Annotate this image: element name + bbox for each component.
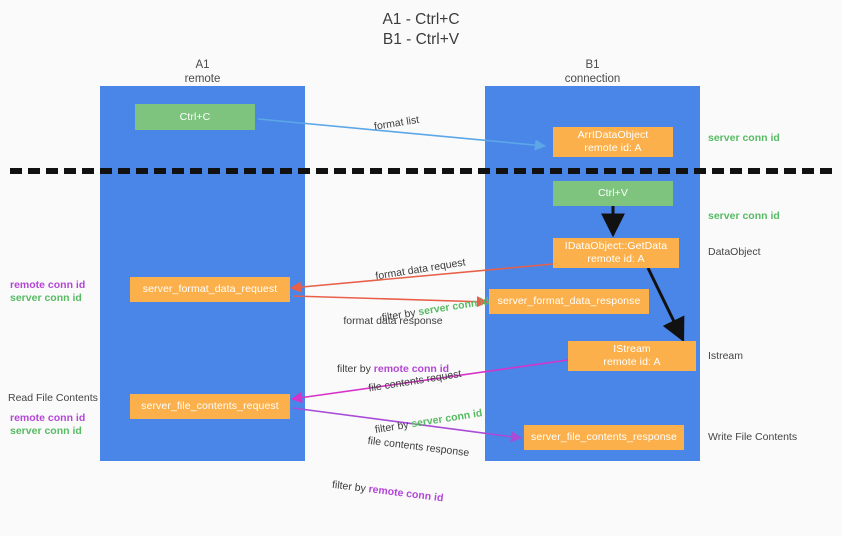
box-idataobject-top-line2: remote id: A bbox=[584, 142, 642, 154]
box-ctrl-v-label: Ctrl+V bbox=[597, 187, 629, 199]
box-idataobject-getdata-line1: IDataObject::GetData bbox=[564, 240, 668, 252]
right-label-dataobject: DataObject bbox=[708, 246, 761, 258]
left-label-remote-conn-id-1: remote conn id bbox=[10, 279, 86, 291]
box-idataobject-top[interactable]: ArrIDataObject remote id: A bbox=[553, 127, 673, 157]
lane-header-b1: B1 connection bbox=[564, 59, 621, 85]
left-label-read-file-contents: Read File Contents bbox=[8, 392, 98, 404]
left-label-remote-conn-id-2: remote conn id bbox=[10, 412, 86, 424]
box-idataobject-getdata[interactable]: IDataObject::GetData remote id: A bbox=[553, 238, 679, 268]
box-server-format-data-response-label: server_format_data_response bbox=[497, 295, 641, 307]
box-istream[interactable]: IStream remote id: A bbox=[568, 341, 696, 371]
right-label-write-file-contents: Write File Contents bbox=[708, 431, 798, 443]
box-ctrl-v[interactable]: Ctrl+V bbox=[553, 181, 673, 206]
box-server-format-data-response[interactable]: server_format_data_response bbox=[489, 289, 649, 314]
filter-prefix: filter by bbox=[337, 363, 374, 375]
edge-file-contents-request-line1: file contents request bbox=[367, 367, 463, 395]
filter-prefix: filter by bbox=[331, 478, 370, 496]
box-server-file-contents-request-label: server_file_contents_request bbox=[141, 400, 279, 412]
lane-header-a1: A1 remote bbox=[184, 59, 221, 85]
page-title: A1 - Ctrl+C B1 - Ctrl+V bbox=[382, 11, 460, 48]
right-label-server-conn-id-2: server conn id bbox=[708, 210, 780, 222]
filter-value-remote-conn-id: remote conn id bbox=[373, 363, 450, 375]
box-server-file-contents-response-label: server_file_contents_response bbox=[531, 431, 677, 443]
edge-format-data-response-line2: filter by remote conn id bbox=[337, 362, 449, 376]
box-server-file-contents-response[interactable]: server_file_contents_response bbox=[524, 425, 684, 450]
edge-format-data-response-line1: format data response bbox=[343, 315, 443, 327]
box-server-format-data-request[interactable]: server_format_data_request bbox=[130, 277, 290, 302]
edge-label-format-list: format list bbox=[373, 113, 420, 133]
left-label-server-conn-id-1: server conn id bbox=[10, 292, 82, 304]
right-label-istream: Istream bbox=[708, 350, 744, 362]
machine-boundary-divider bbox=[10, 168, 832, 174]
edge-file-contents-response-line1: file contents response bbox=[367, 434, 470, 460]
edge-file-contents-response-line2: filter by remote conn id bbox=[331, 478, 464, 508]
box-server-format-data-request-label: server_format_data_request bbox=[142, 283, 278, 295]
box-istream-line2: remote id: A bbox=[603, 356, 661, 368]
box-server-file-contents-request[interactable]: server_file_contents_request bbox=[130, 394, 290, 419]
box-idataobject-getdata-line2: remote id: A bbox=[587, 253, 645, 265]
edge-label-format-data-response: format data response filter by remote co… bbox=[337, 286, 449, 404]
edge-label-file-contents-response: file contents response filter by remote … bbox=[331, 406, 474, 536]
box-idataobject-top-line1: ArrIDataObject bbox=[577, 129, 649, 141]
edge-format-data-request-line1: format data request bbox=[374, 256, 467, 283]
filter-value-remote-conn-id: remote conn id bbox=[367, 483, 445, 505]
left-label-server-conn-id-2: server conn id bbox=[10, 425, 82, 437]
box-ctrl-c-label: Ctrl+C bbox=[179, 110, 211, 123]
diagram-canvas: A1 - Ctrl+C B1 - Ctrl+V A1 remote B1 con… bbox=[8, 11, 832, 504]
box-ctrl-c[interactable]: Ctrl+C bbox=[135, 104, 255, 130]
right-label-server-conn-id-1: server conn id bbox=[708, 132, 780, 144]
box-istream-line1: IStream bbox=[613, 343, 651, 355]
